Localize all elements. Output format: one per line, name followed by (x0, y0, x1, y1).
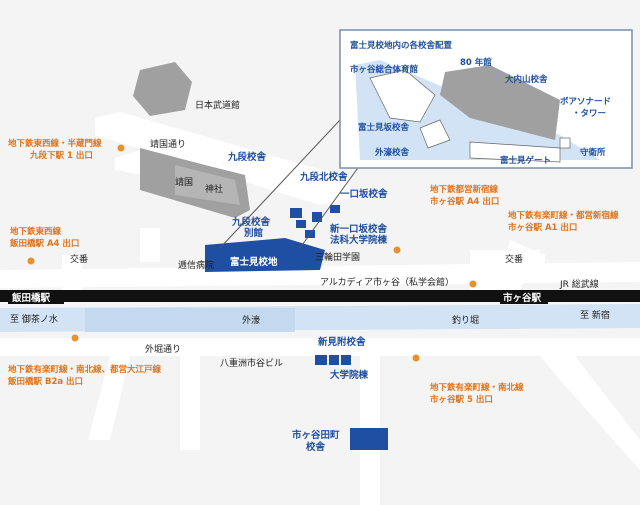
ichigaya-station-label: 市ヶ谷駅 (503, 292, 542, 304)
budokan-label: 日本武道館 (195, 99, 240, 111)
daigakuin-label: 大学院棟 (330, 369, 369, 381)
yasukuni-street-label: 靖国通り (150, 138, 186, 150)
yasukuni-shrine-inner (175, 165, 240, 205)
exit-ichigaya-a1-line1: 地下鉄有楽町線・都営新宿線 (508, 210, 619, 221)
kudan-kita-label: 九段北校舎 (299, 171, 348, 183)
labels: 日本武道館 靖国通り 靖国 神社 逓信病院 交番 交番 三輪田学園 アルカディア… (7, 40, 619, 453)
shin-mitsuke-block-1 (315, 355, 327, 365)
exit-iidabashi-a4-marker (27, 257, 35, 265)
inset-gate-label: 富士見ゲート (500, 155, 551, 166)
exit-ichigaya-a4-line1: 地下鉄都営新宿線 (430, 184, 499, 195)
to-ochanomizu-label: 至 御茶ノ水 (10, 313, 58, 325)
budokan-building (133, 62, 192, 116)
inset-sotobori-bldg (419, 119, 451, 149)
jr-line-label: JR 総武線 (559, 278, 599, 290)
inset-gate (469, 141, 561, 163)
exit-ichigaya-a4-marker (393, 246, 401, 254)
exit-ichigaya-5-line2: 市ヶ谷駅 5 出口 (430, 394, 493, 405)
roads (0, 112, 640, 505)
yasukuni-shrine-label-2: 神社 (205, 183, 223, 195)
exit-iidabashi-b2a-marker (71, 334, 79, 342)
river-segment (85, 308, 295, 332)
kudan-annex-label-1: 九段校舎 (231, 216, 271, 228)
sotobori-street-road (0, 338, 640, 356)
kudan-annex-block (296, 220, 306, 228)
road-teishin (140, 228, 160, 262)
koban-left-label: 交番 (70, 253, 88, 265)
exit-kudanshita-1-marker (117, 144, 125, 152)
kudan-label: 九段校舎 (227, 151, 267, 163)
iidabashi-station-box (8, 290, 64, 304)
exit-markers (27, 144, 477, 362)
inset-boissonade-label-1: ボアソナード (560, 96, 611, 107)
road-south-mid (180, 356, 200, 450)
koban-right-label: 交番 (505, 253, 523, 265)
shin-mitsuke-block-3 (341, 355, 351, 365)
ichigaya-zaka-label: 一口坂校舎 (340, 188, 388, 200)
inset-fujimizaka-label: 富士見坂校舎 (358, 122, 410, 133)
teishin-label: 逓信病院 (178, 259, 214, 271)
kudan-campus-block (290, 208, 302, 218)
sotobori-street-label: 外堀通り (145, 343, 181, 355)
exit-iidabashi-b2a-line2: 飯田橋駅 B2a 出口 (7, 376, 83, 387)
road-kudan (210, 150, 330, 190)
shin-mitsuke-label: 新見附校舎 (318, 336, 366, 348)
exit-ichigaya-a1-marker (469, 280, 477, 288)
inset-ouchiyama-label: 大内山校舎 (505, 74, 548, 85)
kudan-kita-block (312, 212, 322, 222)
fujimi-campus (205, 238, 325, 272)
inset-ouchiyama (440, 65, 560, 140)
tsuribori-label: 釣り堀 (452, 314, 479, 326)
road-ne (505, 240, 545, 275)
inset-guard (559, 137, 571, 149)
tamachi-label-1: 市ヶ谷田町 (292, 429, 340, 441)
inset-leader-line-1 (219, 119, 341, 249)
exit-kudanshita-line2: 九段下駅 1 出口 (29, 150, 93, 161)
yasukuni-shrine-label-1: 靖国 (175, 176, 193, 188)
shin-ichigaya-zaka-label-2: 法科大学院棟 (330, 234, 388, 246)
inset-guard-label: 守衛所 (580, 147, 606, 158)
road-south-east (540, 356, 640, 470)
inset-gym-label: 市ヶ谷総合体育館 (350, 64, 419, 75)
exit-ichigaya-a1-line2: 市ヶ谷駅 A1 出口 (508, 222, 577, 233)
inset-boissonade-label-2: ・タワー (572, 108, 606, 119)
road-south-left (88, 356, 130, 440)
tamachi-label-2: 校舎 (306, 441, 326, 453)
kudan-annex-label-2: 別館 (243, 227, 264, 239)
to-shinjuku-label: 至 新宿 (580, 309, 610, 321)
sotobori-label: 外濠 (242, 314, 260, 326)
ichigaya-station-box (500, 290, 548, 304)
shin-mitsuke-block-2 (329, 355, 339, 365)
exit-ichigaya-a4-line2: 市ヶ谷駅 A4 出口 (430, 196, 499, 207)
fujimi-campus-label: 富士見校地 (230, 256, 278, 268)
arcadia-label: アルカディア市ヶ谷（私学会館） (320, 276, 454, 288)
inset-sotobori-label: 外濠校舎 (374, 147, 410, 158)
ichigaya-zaka-block (330, 205, 340, 213)
sanwa-label: 三輪田学園 (315, 251, 360, 263)
iidabashi-station-label: 飯田橋駅 (11, 292, 51, 304)
yaesu-label: 八重洲市谷ビル (220, 357, 283, 369)
shin-ichigaya-zaka-label-1: 新一口坂校舎 (330, 223, 388, 235)
inset-title: 富士見校地内の各校舎配置 (350, 40, 453, 51)
jr-rail (0, 290, 640, 302)
ichigaya-tamachi-block (350, 428, 388, 450)
exit-kudanshita-line1: 地下鉄東西線・半蔵門線 (8, 138, 102, 149)
exit-iidabashi-b2a-line1: 地下鉄有楽町線・南北線、都営大江戸線 (8, 364, 162, 375)
exit-ichigaya-5-line1: 地下鉄有楽町線・南北線 (430, 382, 524, 393)
exit-ichigaya-5-marker (412, 354, 420, 362)
inset-gym (369, 69, 436, 123)
inset-80-label: 80 年館 (460, 57, 492, 68)
exit-iidabashi-a4-line2: 飯田橋駅 A4 出口 (9, 238, 79, 249)
inset-leader-line-2 (299, 164, 361, 249)
exit-iidabashi-a4-line1: 地下鉄東西線 (10, 226, 62, 237)
